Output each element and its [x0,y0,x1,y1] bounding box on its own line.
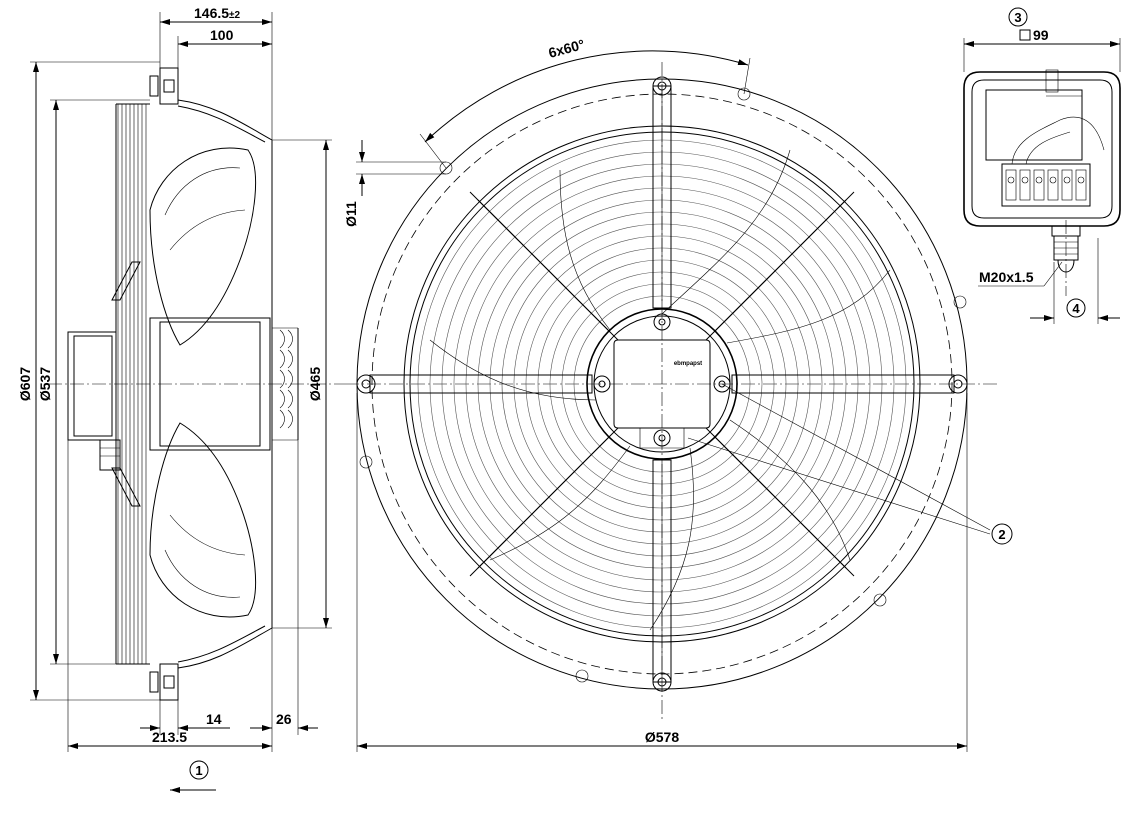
dim-hole-diameter: Ø11 [343,201,359,227]
dim-total-length: 213.5 [152,729,187,745]
callout-circle-3 [1008,7,1028,27]
callout-4: 4 [1072,301,1080,316]
dim-bolt-circle: Ø537 [37,367,53,401]
flange-holes [359,87,967,683]
dim-outer-diameter: Ø607 [17,367,33,401]
callout-circle-4 [1066,298,1086,318]
callout-2: 2 [998,527,1005,542]
dim-thickness: 14 [206,711,222,727]
dim-hole-pattern: 6x60° [547,36,587,61]
dim-offset: 26 [276,711,292,727]
logo-text: ebmpapst [674,361,702,367]
dim-box-size: 99 [1033,27,1049,43]
dim-overall-depth: 146.5±2 [194,5,241,21]
cable-gland-label: M20x1.5 [979,269,1034,285]
callout-circle-1 [189,760,209,780]
callout-circle-2 [991,523,1013,545]
side-view: Ø607 Ø537 Ø465 146.5±2 100 14 26 213.5 [17,5,345,793]
callout-3: 3 [1014,10,1021,25]
front-view: ebmpapst 6x60° Ø11 Ø578 2 [343,36,1013,752]
dim-inner-diameter: Ø465 [307,367,323,401]
dim-flange-depth: 100 [210,27,234,43]
callout-1: 1 [195,763,202,778]
dim-frame-diameter: Ø578 [645,729,679,745]
terminal-box-detail: 3 99 [963,7,1121,324]
square-symbol [1019,29,1031,41]
